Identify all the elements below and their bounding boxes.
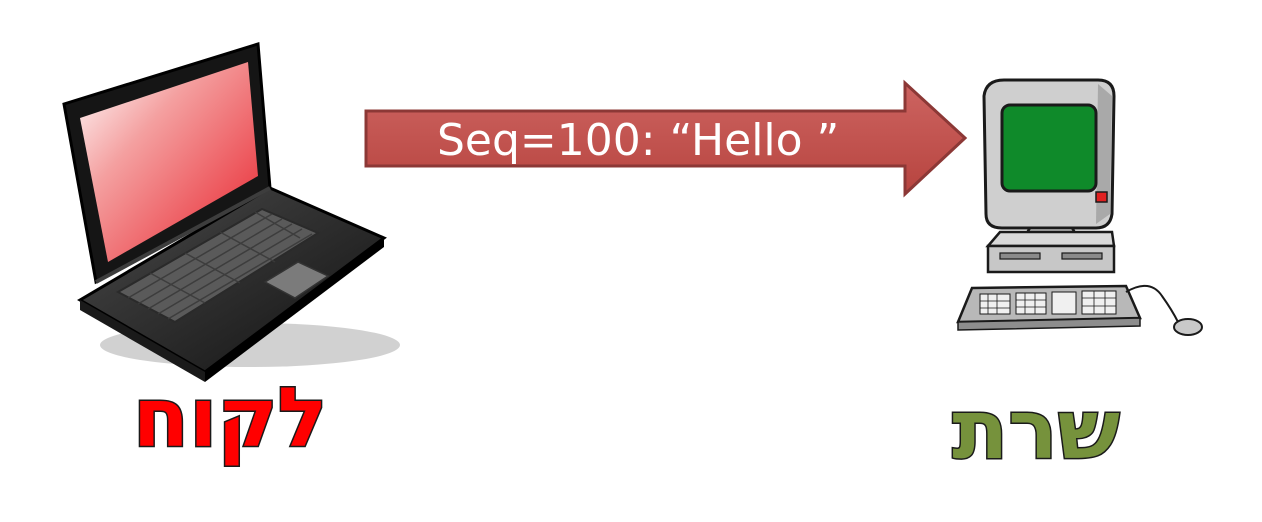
monitor-power-led <box>1095 191 1108 203</box>
message-arrow: Seq=100: “Hello ” <box>364 79 968 198</box>
desktop-computer-icon <box>956 78 1203 336</box>
server-label: שרת <box>952 383 1120 478</box>
laptop-icon <box>62 42 400 382</box>
client-label: לקוח <box>133 371 327 466</box>
monitor-screen <box>1000 103 1098 193</box>
arrow-label: Seq=100: “Hello ” <box>437 115 839 166</box>
laptop-touchpad <box>263 261 330 299</box>
laptop-keyboard <box>115 207 321 324</box>
laptop-screen <box>80 62 258 262</box>
computer-mouse <box>1173 318 1203 336</box>
